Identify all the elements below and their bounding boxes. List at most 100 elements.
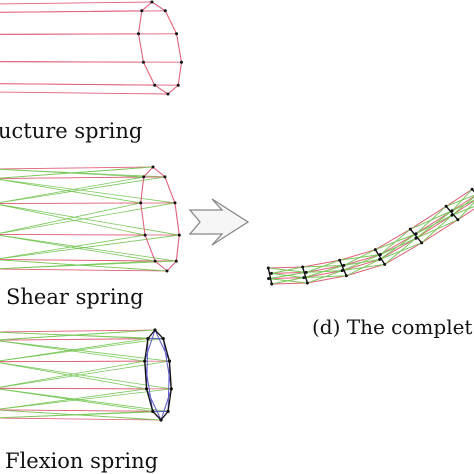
complete-spring-model — [266, 187, 474, 286]
structure-spring-line — [152, 166, 166, 178]
mesh-node — [420, 241, 424, 245]
structure-spring-line — [268, 277, 304, 280]
structure-spring-line — [303, 270, 343, 279]
shear-spring-line — [0, 178, 176, 204]
structure-spring-line — [268, 266, 303, 269]
structure-spring-line — [301, 266, 309, 284]
shear-spring-line — [0, 166, 154, 179]
structure-spring-line — [164, 10, 178, 35]
structure-spring-line — [154, 329, 164, 340]
shear-spring-line — [379, 233, 417, 260]
shear-spring-line — [0, 340, 145, 362]
structure-spring-line — [137, 33, 144, 63]
structure-spring-line — [0, 33, 139, 35]
mesh-node — [470, 187, 474, 191]
structure-spring-line — [267, 267, 273, 285]
structure-spring-line — [145, 388, 154, 412]
structure-spring-line — [271, 282, 308, 285]
structure-spring-line — [144, 338, 149, 362]
shear-spring-line — [0, 204, 180, 236]
mesh-node — [304, 270, 308, 274]
mesh-node — [163, 9, 167, 13]
structure-spring-line — [421, 219, 459, 244]
structure-spring-line — [0, 91, 169, 95]
flexion-spring-line — [162, 338, 172, 389]
shear-spring-line — [0, 176, 165, 204]
structure-spring-line — [415, 214, 453, 239]
shear-spring-line — [268, 271, 307, 280]
structure-spring-line — [384, 242, 422, 265]
shear-spring-line — [0, 338, 148, 362]
shear-spring-line — [0, 362, 147, 390]
structure-spring-line — [166, 260, 177, 272]
flexion-spring-line — [146, 388, 162, 421]
mesh-node — [175, 32, 179, 36]
structure-spring-line — [374, 249, 386, 265]
shear-spring-line — [343, 249, 376, 266]
mesh-node — [373, 248, 377, 252]
mesh-node — [269, 271, 273, 275]
mesh-node — [166, 92, 170, 96]
flexion-spring-line — [146, 338, 149, 389]
structure-spring-line — [154, 84, 169, 95]
shear-spring-line — [415, 205, 447, 235]
structure-spring-line — [445, 205, 459, 221]
shear-spring-line — [0, 360, 170, 388]
structure-spring-line — [0, 1, 153, 5]
mesh-node — [142, 175, 146, 179]
structure-spring-line — [346, 263, 385, 277]
shear-spring-line — [457, 201, 474, 221]
structure-spring-line — [343, 254, 381, 266]
shear-spring-line — [0, 168, 144, 178]
mesh-node — [340, 269, 344, 273]
shear-spring-line — [306, 259, 340, 273]
structure-spring-line — [151, 1, 166, 12]
structure-spring-line — [0, 387, 147, 390]
structure-spring-line — [167, 84, 179, 95]
shear-spring-line — [421, 214, 453, 244]
structure-spring-line — [162, 338, 171, 362]
structure-spring-line — [457, 208, 474, 221]
transition-arrow — [188, 198, 250, 246]
flexion-spring-line — [167, 361, 170, 412]
mesh-node — [163, 175, 167, 179]
structure-spring-line — [338, 259, 348, 277]
structure-spring-line — [445, 188, 473, 207]
shear-spring-label: Shear spring — [6, 285, 144, 309]
structure-spring-line — [177, 62, 183, 86]
mesh-node — [153, 83, 157, 87]
mesh-node — [450, 213, 454, 217]
structure-spring-line — [168, 361, 172, 389]
mesh-node — [151, 409, 155, 414]
mesh-node — [150, 0, 154, 4]
shear-spring-line — [0, 388, 172, 410]
structure-spring-label: ucture spring — [0, 119, 143, 143]
structure-spring-line — [0, 338, 148, 341]
structure-spring-line — [144, 361, 148, 389]
shear-spring-line — [0, 388, 153, 412]
mesh-node — [139, 201, 143, 205]
mesh-node — [408, 227, 412, 231]
shear-spring-line — [0, 168, 165, 178]
structure-spring-line — [0, 61, 144, 63]
structure-spring-line — [140, 202, 146, 236]
mesh-node — [305, 281, 309, 285]
structure-spring-line — [0, 83, 155, 86]
structure-spring-line — [0, 360, 145, 363]
mesh-node — [146, 336, 150, 341]
structure-spring-line — [141, 1, 153, 12]
shear-spring-line — [0, 340, 170, 362]
structure-spring-line — [415, 210, 453, 235]
mesh-node — [302, 276, 306, 280]
mesh-node — [378, 253, 382, 257]
structure-spring-line — [140, 176, 145, 203]
shear-spring-line — [271, 277, 304, 285]
mesh-node — [456, 218, 460, 222]
structure-spring-line — [0, 10, 142, 13]
mesh-node — [173, 201, 177, 205]
structure-spring-line — [0, 417, 162, 421]
shear-spring-line — [341, 254, 381, 272]
mesh-node — [450, 209, 454, 213]
structure-spring-model — [0, 0, 183, 96]
shear-spring-line — [0, 362, 172, 390]
